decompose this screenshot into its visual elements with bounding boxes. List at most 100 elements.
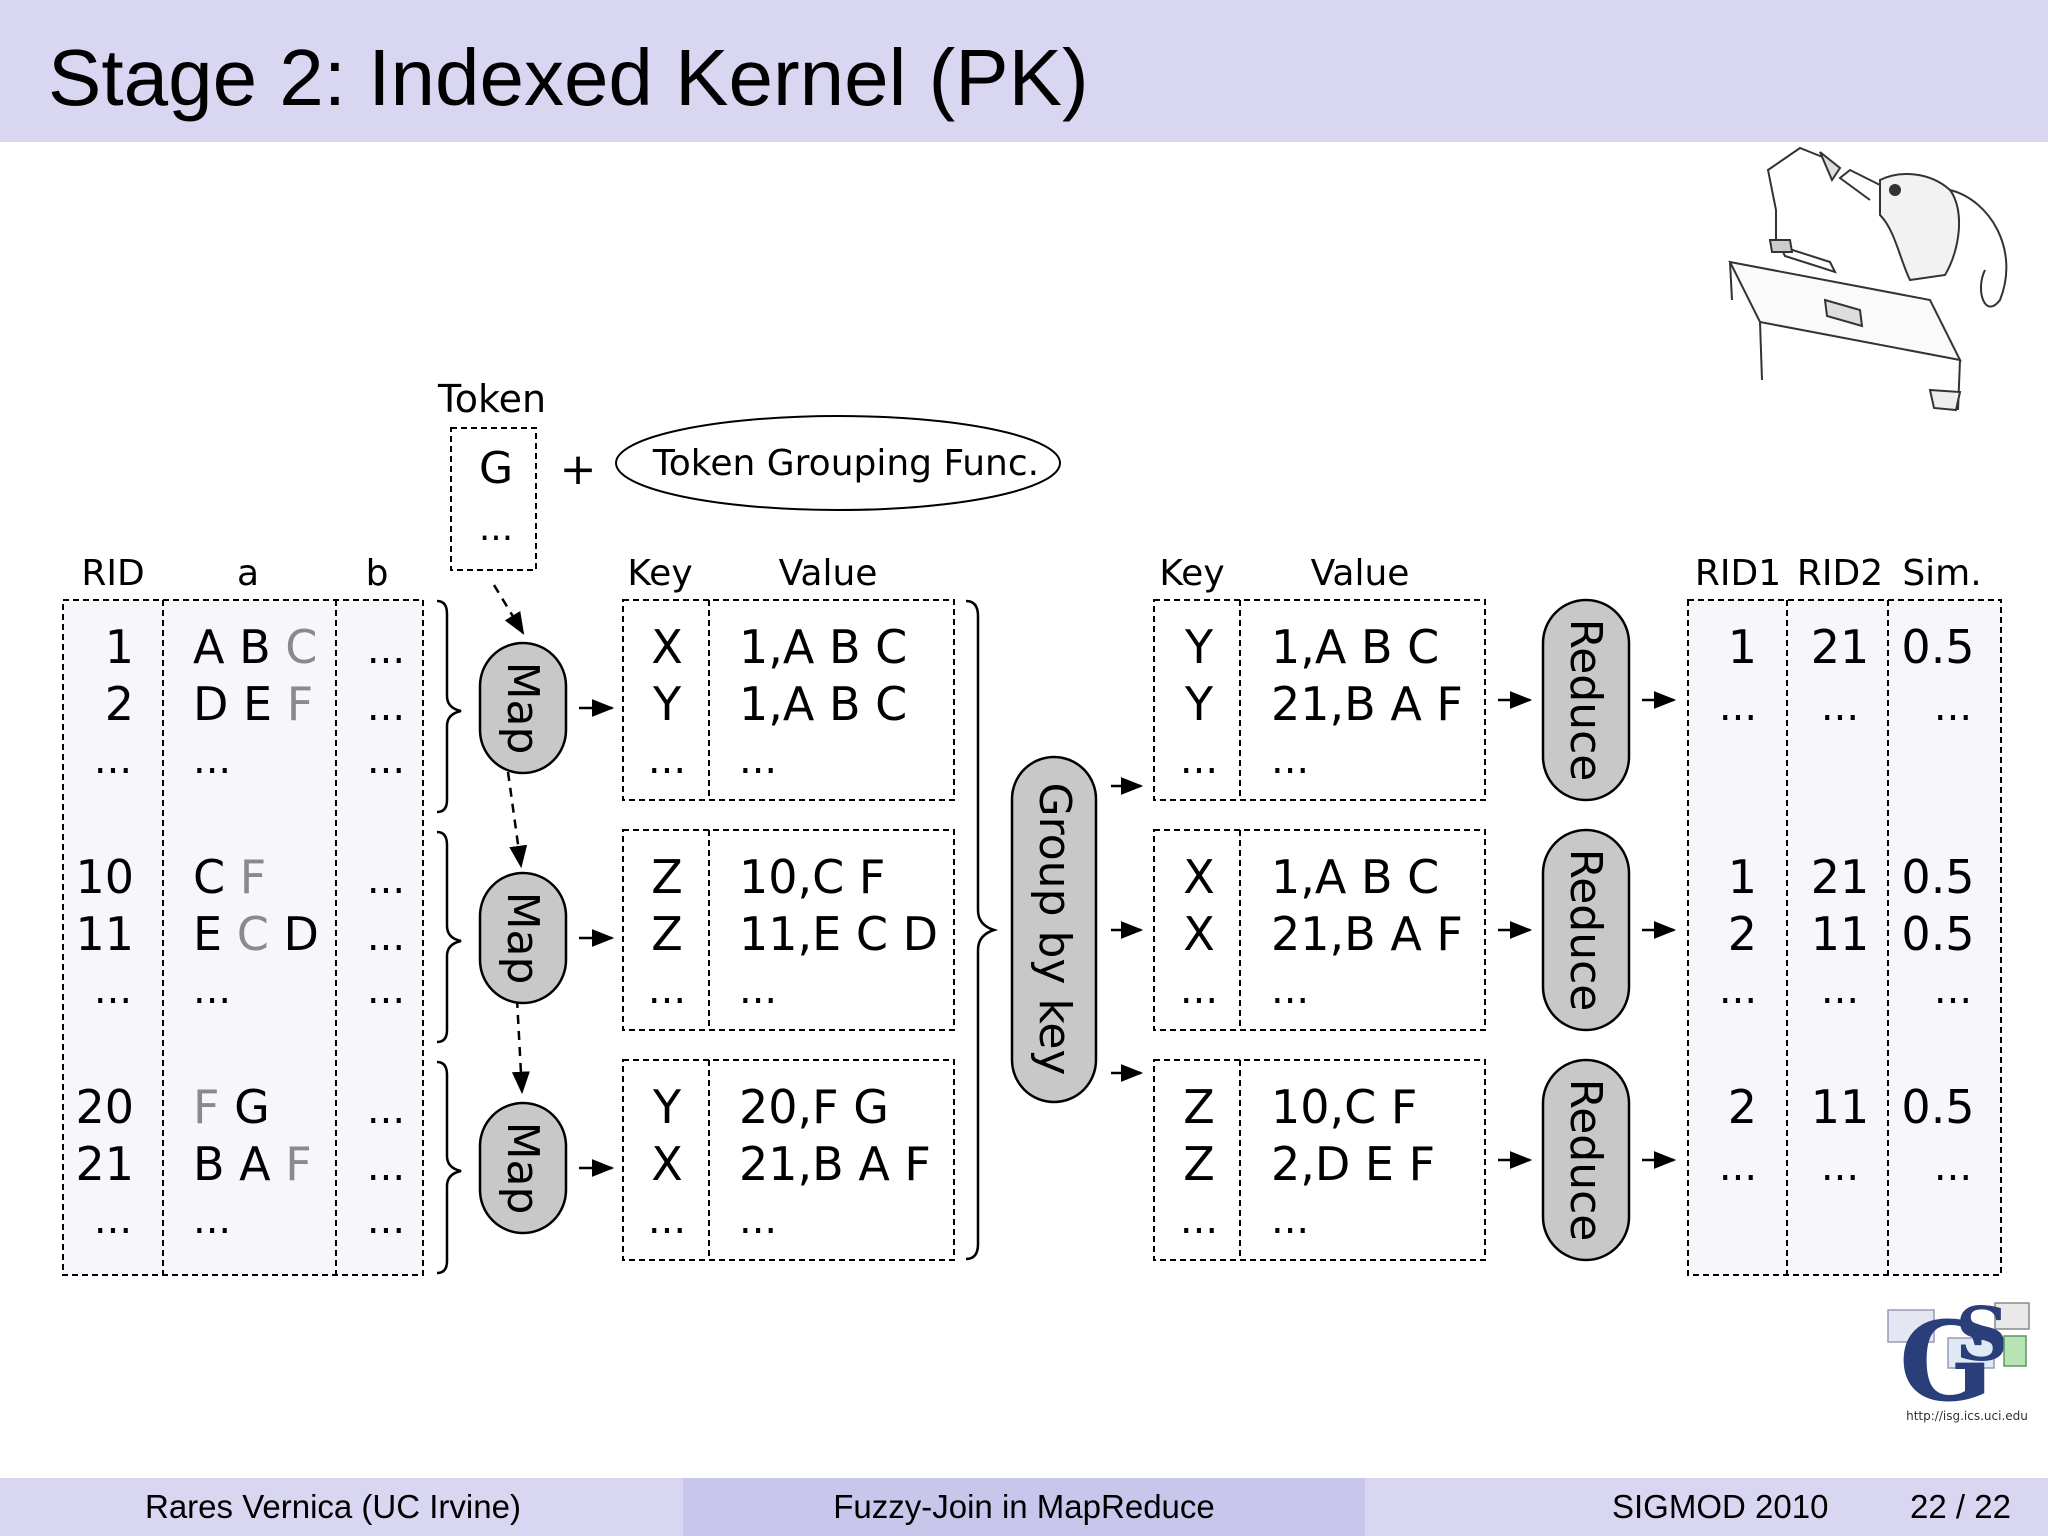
- map-label: Map: [497, 892, 548, 985]
- logo-letter-g: G: [1899, 1297, 1993, 1426]
- sim-cell: ...: [1934, 684, 1972, 730]
- key-cell: ...: [1180, 967, 1218, 1013]
- value-cell: 1,A B C: [1271, 850, 1439, 904]
- rid1-cell: ...: [1719, 1144, 1757, 1190]
- reduce-label: Reduce: [1560, 1079, 1611, 1242]
- header-key-2: Key: [1159, 553, 1224, 594]
- value-cell: 1,A B C: [739, 677, 907, 731]
- sim-cell: 0.5: [1901, 907, 1974, 961]
- plus-sign: +: [560, 444, 597, 495]
- output-headers: RID1 RID2 Sim.: [1695, 553, 1982, 594]
- value-cell: 1,A B C: [1271, 620, 1439, 674]
- map-pill: Map: [478, 871, 568, 1005]
- footer-venue-section: SIGMOD 2010 22 / 22: [1365, 1478, 2048, 1536]
- anteater-illustration: [1728, 146, 2008, 412]
- value-cell: 21,B A F: [739, 1137, 931, 1191]
- a-cell: E C D: [193, 907, 319, 961]
- reduce-label: Reduce: [1560, 619, 1611, 782]
- rid-cell: 20: [75, 1080, 134, 1134]
- reduce-input-headers: Key Value: [1159, 553, 1409, 594]
- token-box: Token G ...: [437, 377, 546, 571]
- value-cell: ...: [1271, 967, 1309, 1013]
- b-cell: ...: [367, 1087, 405, 1133]
- rid-cell: ...: [94, 1197, 132, 1243]
- rid-cell: 10: [75, 850, 134, 904]
- footer-talk-section: Fuzzy-Join in MapReduce: [683, 1478, 1365, 1536]
- header-rid1: RID1: [1695, 553, 1781, 594]
- b-cell: ...: [367, 737, 405, 783]
- a-cell: F G: [193, 1080, 270, 1134]
- rid-cell: 11: [75, 907, 134, 961]
- token-ellipsis: ...: [479, 508, 513, 549]
- group-brace: [965, 599, 999, 1261]
- key-cell: X: [1183, 850, 1215, 904]
- key-cell: X: [651, 1137, 683, 1191]
- key-cell: ...: [648, 737, 686, 783]
- rid2-cell: 11: [1811, 907, 1870, 961]
- group-arrows: [1111, 777, 1144, 1082]
- rid2-cell: 21: [1811, 620, 1870, 674]
- value-cell: 11,E C D: [739, 907, 938, 961]
- a-cell: B A F: [193, 1137, 312, 1191]
- header-value-2: Value: [1311, 553, 1410, 594]
- rid-cell: 1: [105, 620, 134, 674]
- value-cell: ...: [739, 1197, 777, 1243]
- reduce-pill: Reduce: [1541, 1058, 1631, 1262]
- key-cell: Z: [1183, 1137, 1215, 1191]
- footer-author: Rares Vernica (UC Irvine): [145, 1488, 521, 1525]
- sim-cell: 0.5: [1901, 850, 1974, 904]
- header-b: b: [366, 553, 389, 594]
- key-cell: ...: [648, 967, 686, 1013]
- value-cell: ...: [1271, 1197, 1309, 1243]
- footer: Rares Vernica (UC Irvine) Fuzzy-Join in …: [0, 1478, 2048, 1536]
- map-pill: Map: [478, 641, 568, 775]
- rid2-cell: ...: [1821, 967, 1859, 1013]
- value-cell: 10,C F: [1271, 1080, 1417, 1134]
- key-cell: Z: [651, 907, 683, 961]
- b-cell: ...: [367, 1197, 405, 1243]
- rid2-cell: ...: [1821, 1144, 1859, 1190]
- token-grouping-func-label: Token Grouping Func.: [652, 443, 1039, 484]
- a-cell: ...: [193, 1197, 231, 1243]
- token-label: Token: [437, 377, 546, 421]
- key-cell: Z: [1183, 1080, 1215, 1134]
- a-cell: ...: [193, 967, 231, 1013]
- reduce-pill: Reduce: [1541, 828, 1631, 1032]
- title-bar: Stage 2: Indexed Kernel (PK): [0, 0, 2048, 142]
- logo-letter-s: S: [1955, 1292, 2008, 1378]
- a-cell: D E F: [193, 677, 313, 731]
- a-cell: ...: [193, 737, 231, 783]
- reduce-label: Reduce: [1560, 849, 1611, 1012]
- token-value: G: [479, 443, 513, 494]
- key-cell: X: [651, 620, 683, 674]
- rid2-cell: ...: [1821, 684, 1859, 730]
- rid1-cell: 2: [1728, 907, 1757, 961]
- sim-cell: ...: [1934, 967, 1972, 1013]
- rid1-cell: 1: [1728, 850, 1757, 904]
- input-headers: RID a b: [81, 553, 388, 594]
- value-cell: 1,A B C: [739, 620, 907, 674]
- map-output-headers: Key Value: [627, 553, 877, 594]
- slide-title: Stage 2: Indexed Kernel (PK): [48, 33, 1089, 122]
- map-label: Map: [497, 1122, 548, 1215]
- rid2-cell: 21: [1811, 850, 1870, 904]
- b-cell: ...: [367, 1144, 405, 1190]
- pipeline-diagram: Token G ... + Token Grouping Func. RID a…: [62, 146, 2030, 1426]
- a-cell: C F: [193, 850, 266, 904]
- map-label: Map: [497, 662, 548, 755]
- b-cell: ...: [367, 627, 405, 673]
- b-cell: ...: [367, 967, 405, 1013]
- sim-cell: ...: [1934, 1144, 1972, 1190]
- input-braces: [436, 599, 462, 1275]
- value-cell: ...: [739, 967, 777, 1013]
- sim-cell: 0.5: [1901, 620, 1974, 674]
- rid1-cell: 1: [1728, 620, 1757, 674]
- rid1-cell: 2: [1728, 1080, 1757, 1134]
- value-cell: ...: [739, 737, 777, 783]
- logo-url: http://isg.ics.uci.edu: [1906, 1409, 2028, 1423]
- token-grouping-func: Token Grouping Func.: [615, 415, 1061, 511]
